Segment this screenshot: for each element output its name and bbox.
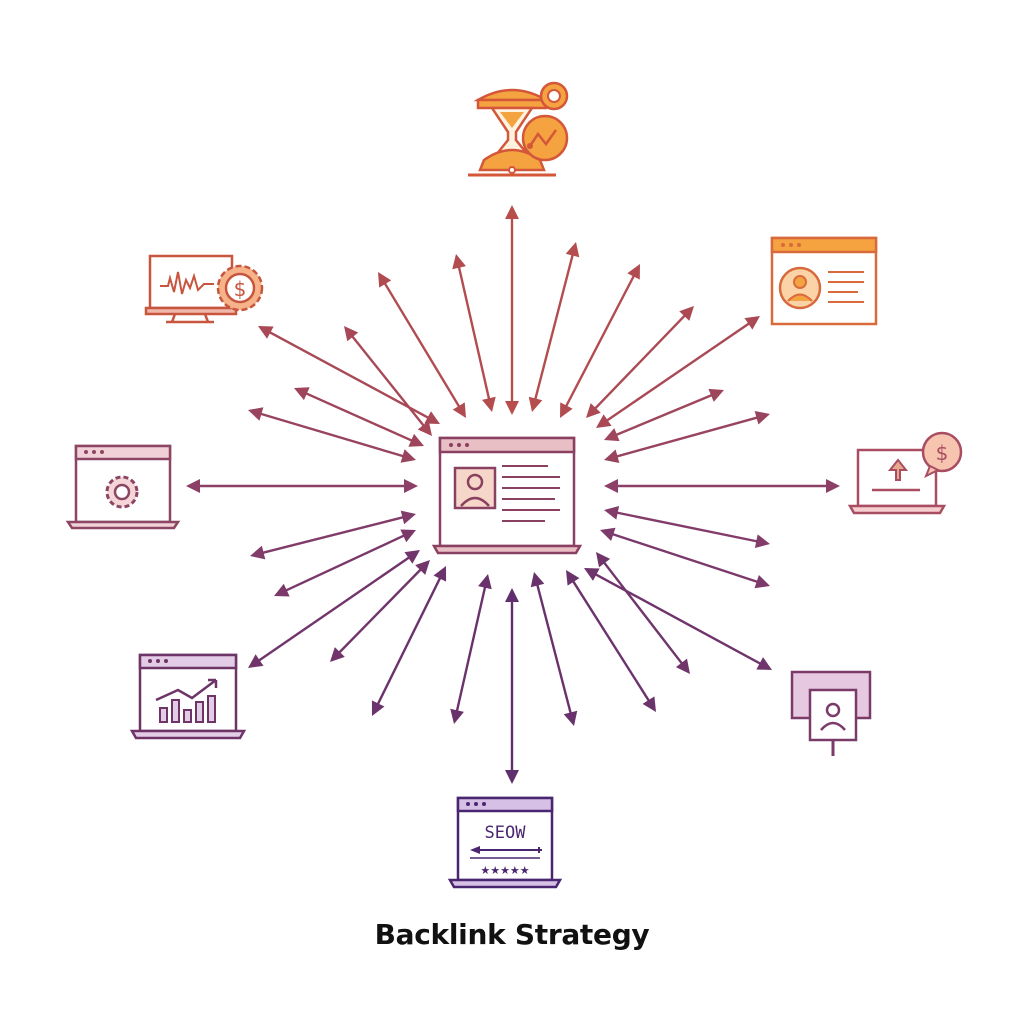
arrow-head-outer (754, 574, 770, 589)
arrow-head-inner (505, 401, 519, 415)
arrow-head-outer (756, 657, 772, 670)
arrow-line (612, 392, 716, 438)
arrow-head-inner (596, 414, 612, 428)
central-website-icon (431, 436, 583, 555)
arrow-head-inner (404, 479, 418, 493)
arrow-head-outer (505, 205, 519, 219)
monitor-revenue-icon: $ (144, 254, 264, 324)
arrow-head-outer (744, 316, 760, 330)
arrow-head-outer (642, 696, 656, 712)
arrow-line (563, 272, 637, 410)
arrow-head-outer (378, 272, 392, 288)
arrow-head-outer (248, 654, 264, 668)
seo-review-icon: SEOW ★★★★★ (447, 796, 563, 889)
arrow-head-inner (415, 560, 430, 575)
arrow-head-outer (565, 242, 580, 258)
arrow-line (592, 312, 688, 412)
arrow-line (592, 571, 764, 667)
profile-webpage-icon (770, 236, 878, 326)
seo-icon-text: SEOW (485, 823, 527, 843)
arrow-line (603, 320, 753, 424)
arrow-head-outer (371, 700, 385, 716)
dollar-symbol: $ (936, 441, 949, 465)
arrow-head-outer (505, 770, 519, 784)
framed-profile-icon (790, 670, 872, 756)
arrow-line (613, 415, 761, 459)
settings-laptop-icon (65, 444, 181, 530)
arrow-line (266, 329, 432, 421)
arrow-line (535, 581, 573, 717)
laptop-dollar-icon: $ (847, 431, 963, 515)
arrow-head-inner (400, 510, 416, 525)
hourglass-gears-icon (468, 81, 569, 177)
diagram-title: Backlink Strategy (374, 918, 650, 951)
arrow-head-inner (408, 433, 424, 447)
arrow-head-outer (675, 658, 690, 674)
dollar-symbol: $ (234, 277, 247, 301)
arrow-head-inner (604, 505, 620, 520)
arrow-head-inner (604, 449, 620, 464)
arrow-head-outer (294, 387, 310, 401)
arrow-head-outer (344, 326, 359, 342)
arrow-head-inner (424, 411, 440, 424)
arrow-head-outer (186, 479, 200, 493)
arrow-head-outer (563, 710, 578, 726)
arrow-head-outer (627, 264, 640, 280)
arrow-line (457, 263, 491, 403)
arrow-head-inner (586, 403, 601, 418)
arrow-line (302, 390, 416, 444)
arrow-head-outer (274, 583, 290, 597)
arrow-head-inner (604, 479, 618, 493)
arrow-head-outer (708, 388, 724, 402)
arrow-head-inner (404, 550, 420, 564)
arrow-line (533, 251, 575, 403)
arrow-head-outer (452, 254, 466, 270)
arrow-head-inner (400, 529, 416, 543)
arrow-head-inner (528, 396, 543, 412)
arrow-head-inner (584, 568, 600, 581)
arrow-head-inner (604, 428, 620, 442)
arrow-head-inner (596, 552, 611, 568)
arrow-head-inner (566, 570, 580, 586)
arrow-spokes (186, 205, 840, 784)
arrow-line (282, 533, 408, 593)
arrow-line (570, 577, 652, 705)
arrow-line (255, 554, 413, 664)
arrow-line (257, 411, 407, 459)
arrow-line (609, 531, 761, 585)
arrow-head-outer (754, 534, 770, 549)
arrow-line (375, 574, 443, 708)
arrow-head-inner (482, 396, 496, 412)
arrow-line (349, 333, 427, 429)
arrow-head-outer (250, 545, 266, 560)
arrow-line (336, 566, 424, 656)
arrow-line (613, 510, 761, 544)
arrow-head-inner (530, 572, 545, 588)
arrow-line (259, 515, 407, 555)
arrow-head-outer (258, 326, 274, 339)
arrow-head-inner (452, 402, 466, 418)
arrow-head-inner (600, 527, 616, 542)
seo-stars: ★★★★★ (480, 864, 529, 877)
arrow-head-inner (505, 588, 519, 602)
arrow-head-outer (679, 306, 694, 321)
arrow-line (382, 279, 462, 411)
arrow-head-inner (417, 420, 432, 436)
arrow-head-outer (248, 407, 264, 421)
arrow-head-inner (433, 566, 447, 582)
arrow-head-outer (754, 410, 770, 425)
arrow-line (601, 559, 685, 667)
arrow-head-inner (400, 449, 416, 463)
arrow-head-inner (478, 574, 492, 590)
arrow-line (455, 583, 487, 715)
arrow-head-outer (450, 708, 464, 724)
analytics-laptop-icon (129, 653, 247, 740)
arrow-head-outer (826, 479, 840, 493)
arrow-head-outer (330, 647, 345, 662)
arrow-head-inner (560, 402, 573, 418)
